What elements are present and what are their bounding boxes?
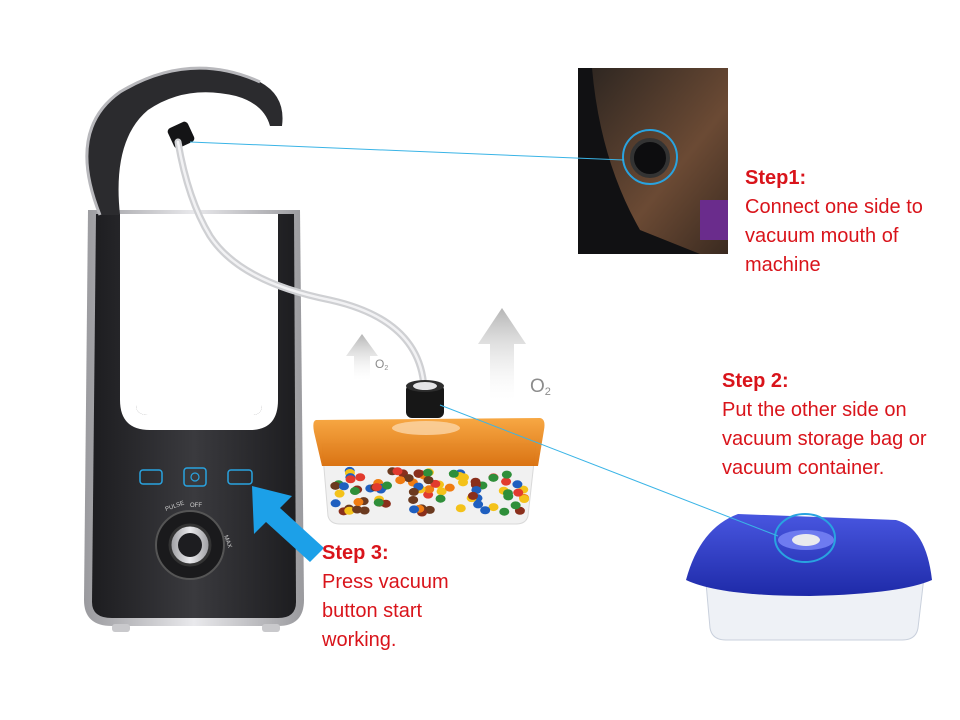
container-lid-orange xyxy=(313,418,545,466)
upward-arrow-large: O2 xyxy=(478,308,551,400)
oxygen-label-large: O2 xyxy=(530,376,551,398)
candy xyxy=(436,487,447,496)
leader-line-step2 xyxy=(439,404,779,537)
candy xyxy=(408,487,419,496)
candy xyxy=(488,473,499,482)
candy xyxy=(392,467,403,476)
blue-container-icon xyxy=(686,513,932,641)
vacuum-sealer-machine-icon: PULSE OFF MAX xyxy=(84,66,304,632)
candy xyxy=(448,469,459,478)
step2-title: Step 2: xyxy=(722,370,789,392)
seal-button[interactable] xyxy=(139,469,163,485)
machine-foot-right xyxy=(262,624,280,632)
step2-description: Put the other side on vacuum storage bag… xyxy=(722,399,927,479)
candy xyxy=(355,473,366,482)
candy xyxy=(422,468,433,477)
candy xyxy=(480,506,491,515)
candy xyxy=(353,498,364,507)
candy xyxy=(499,507,510,516)
step3-annotation: Step 3: Press vacuum button start workin… xyxy=(322,539,502,655)
candy xyxy=(423,476,434,485)
step1-annotation: Step1: Connect one side to vacuum mouth … xyxy=(745,164,957,280)
candy xyxy=(510,501,521,510)
machine-hood xyxy=(86,68,283,215)
candy xyxy=(330,499,341,508)
candy xyxy=(501,470,512,479)
candy xyxy=(409,505,420,514)
step1-photo xyxy=(578,68,728,254)
candy xyxy=(424,505,435,514)
step1-highlight-circle xyxy=(622,129,678,185)
candy xyxy=(519,494,530,503)
candy xyxy=(371,483,382,492)
candy xyxy=(455,504,466,513)
leader-line-step1 xyxy=(189,141,625,161)
vacuum-mouth xyxy=(167,121,195,149)
step1-title: Step1: xyxy=(745,167,807,189)
step3-title: Step 3: xyxy=(322,542,389,564)
candy xyxy=(458,473,469,482)
candy xyxy=(330,481,341,490)
candy xyxy=(435,494,446,503)
candy xyxy=(444,483,455,492)
candy xyxy=(408,495,419,504)
step1-description: Connect one side to vacuum mouth of mach… xyxy=(745,196,923,276)
candy xyxy=(413,469,424,478)
candy xyxy=(344,506,355,515)
candy xyxy=(373,498,384,507)
candy xyxy=(352,505,363,514)
candy xyxy=(488,503,499,512)
candy xyxy=(359,506,370,515)
step2-annotation: Step 2: Put the other side on vacuum sto… xyxy=(722,367,954,483)
candy xyxy=(349,487,360,496)
candy xyxy=(395,476,406,485)
upward-arrow-small: O2 xyxy=(346,334,388,380)
vacuum-button[interactable] xyxy=(227,469,253,485)
dial-label-off: OFF xyxy=(190,503,202,509)
candy xyxy=(513,488,524,497)
dial-label-max: MAX xyxy=(222,535,232,549)
step3-description: Press vacuum button start working. xyxy=(322,571,449,651)
machine-foot-left xyxy=(112,624,130,632)
candy xyxy=(403,474,414,483)
power-button[interactable] xyxy=(183,467,207,487)
candy xyxy=(512,480,523,489)
container-valve xyxy=(406,384,444,418)
pointer-arrow-icon xyxy=(252,486,324,562)
orange-container-icon xyxy=(313,380,545,525)
blue-valve-highlight xyxy=(774,513,836,563)
oxygen-label-small: O2 xyxy=(375,357,388,372)
candy xyxy=(503,492,514,501)
power-icon xyxy=(190,472,200,482)
candy xyxy=(334,489,345,498)
candies xyxy=(330,466,530,517)
candy xyxy=(424,485,435,494)
candy xyxy=(382,481,393,490)
machine-cradle-opening xyxy=(120,214,278,430)
container-lid-blue xyxy=(686,514,932,596)
candy xyxy=(338,482,349,491)
candy xyxy=(467,491,478,500)
candy xyxy=(501,477,512,486)
candy xyxy=(345,475,356,484)
candy xyxy=(473,500,484,509)
